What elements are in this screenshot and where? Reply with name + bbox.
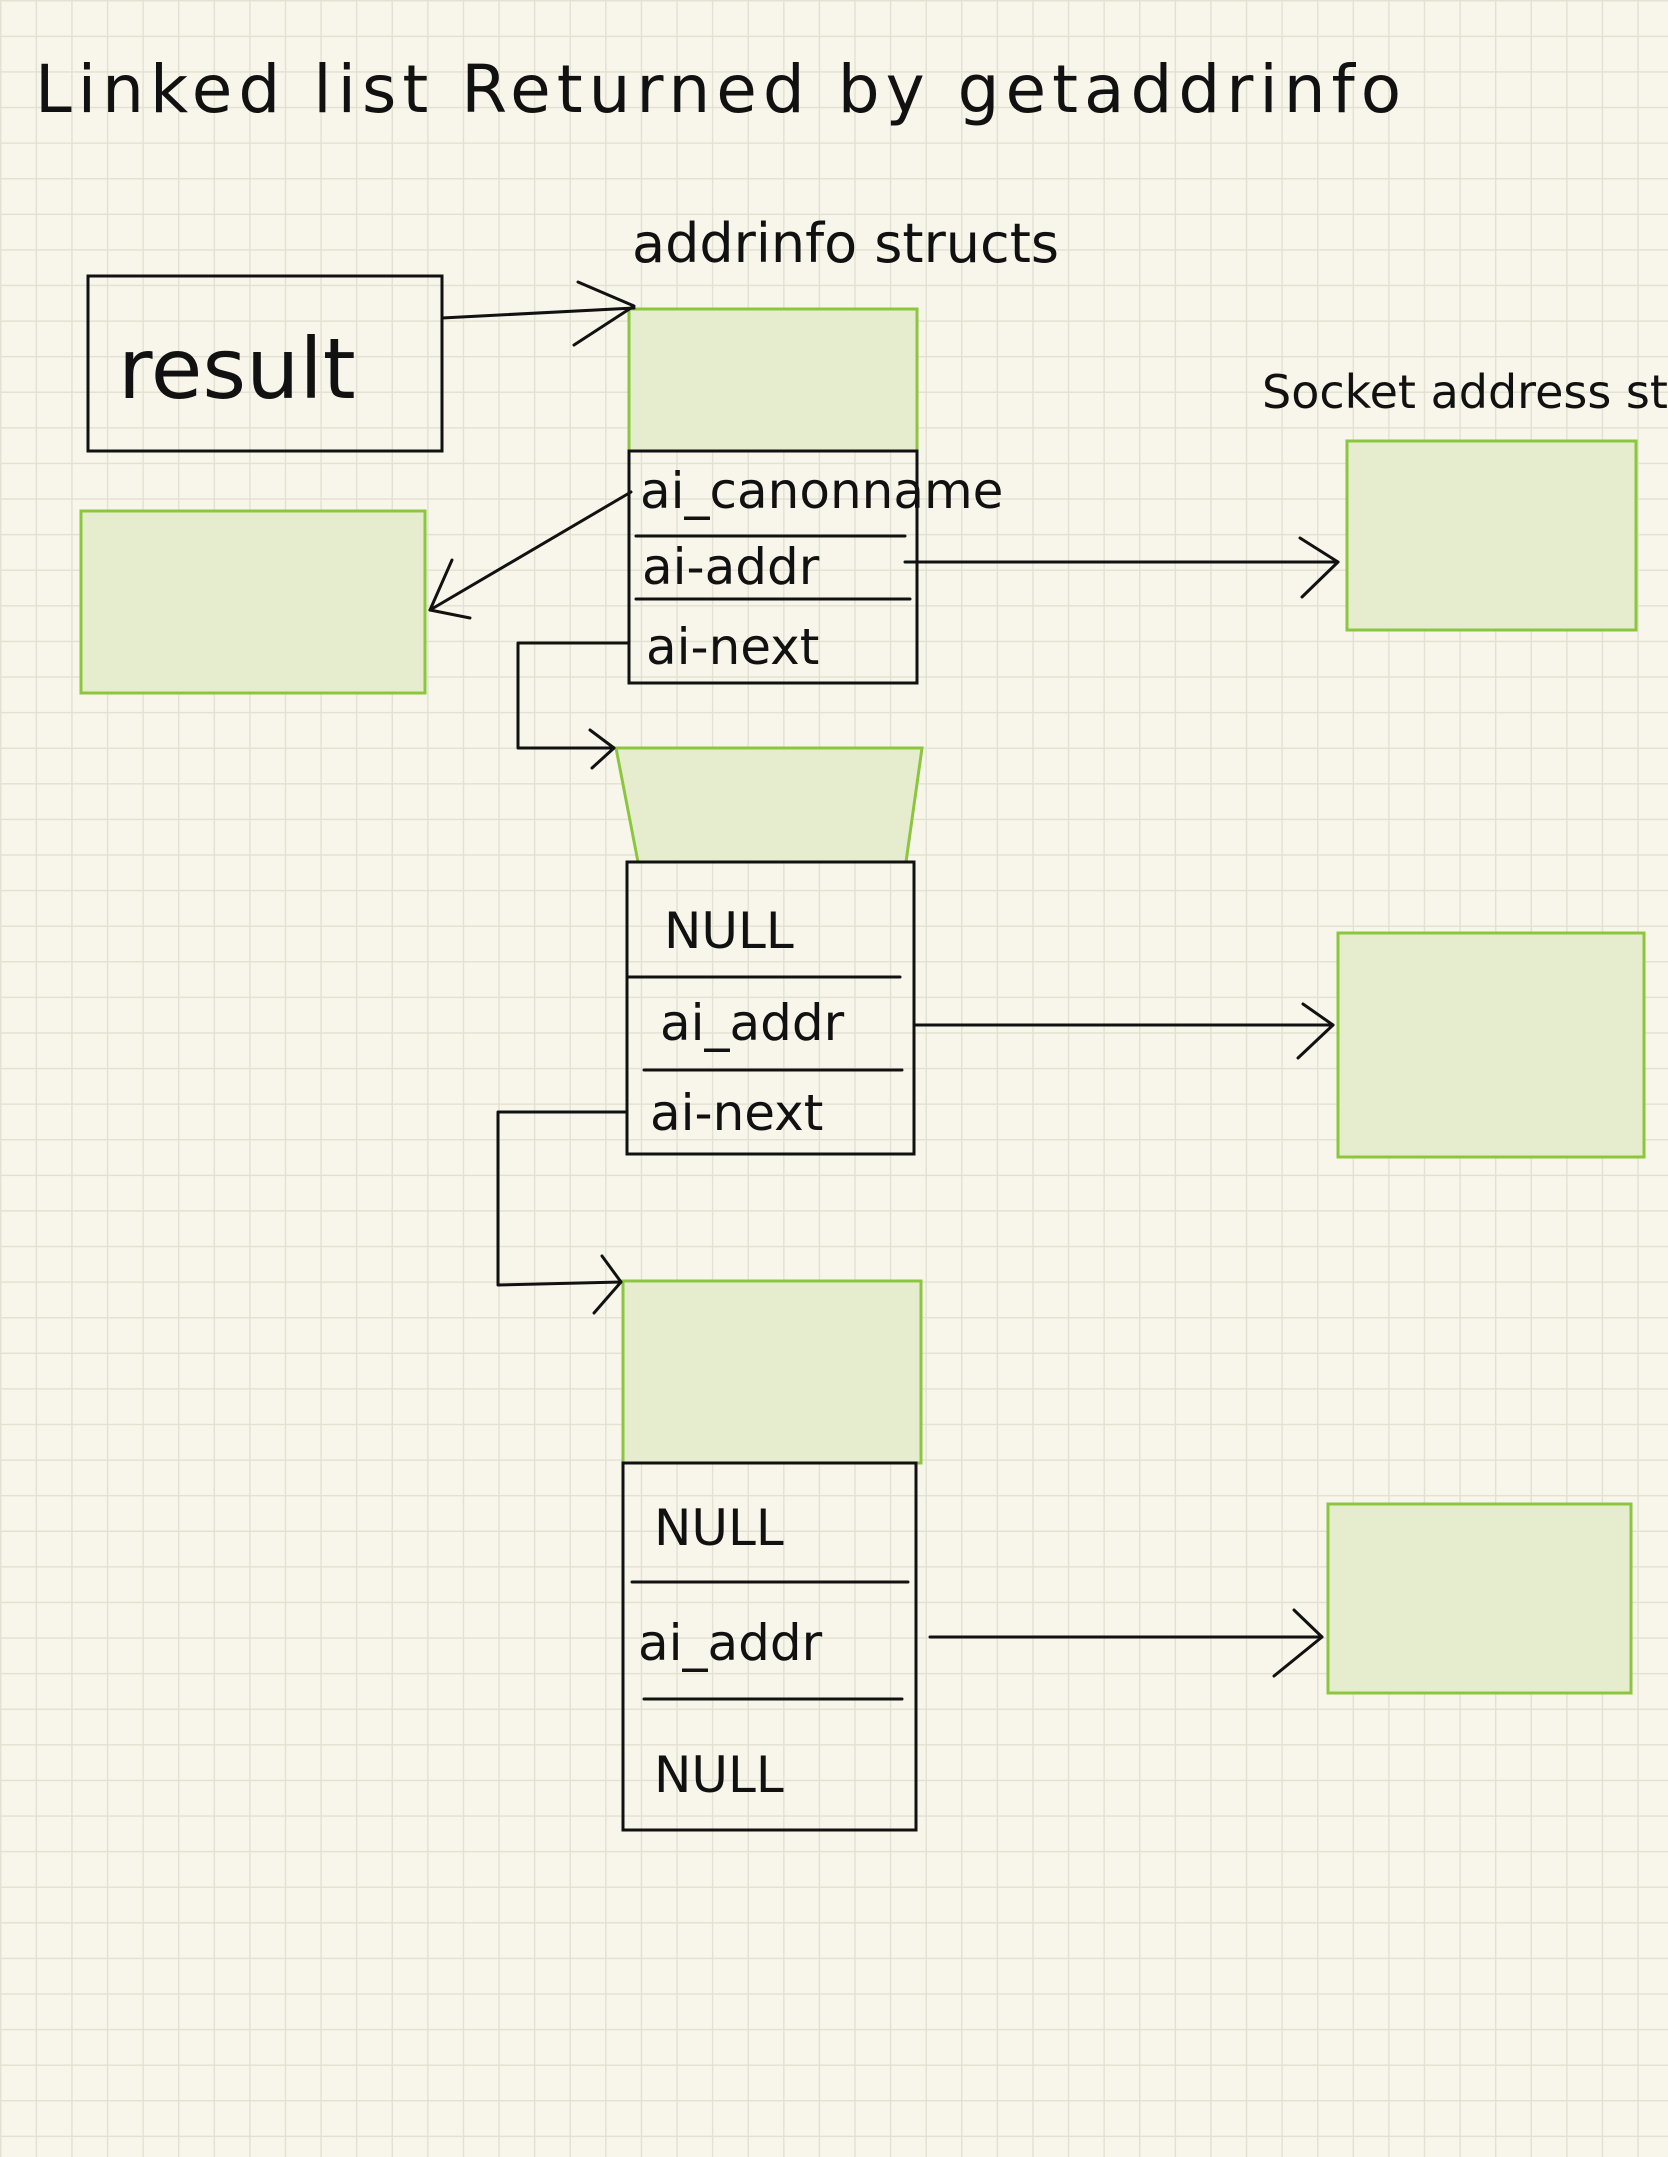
arrow-node-3-to-sockaddr-3 [928, 1608, 1324, 1678]
field-ai-addr: ai-addr [642, 538, 820, 596]
socket-address-struct-2 [1336, 931, 1646, 1159]
addrinfo-node-1-header [627, 307, 919, 453]
canonname-string-box [79, 509, 427, 695]
arrow-canonname-to-string [428, 490, 633, 620]
addrinfo-node-2: NULL ai_addr ai-next [614, 746, 924, 1156]
arrow-result-to-node-1 [440, 280, 636, 347]
addrinfo-node-1: ai_canonname ai-addr ai-next [627, 307, 1003, 685]
diagram-title: Linked list Returned by getaddrinfo [35, 51, 1407, 128]
field-ai-canonname: ai_canonname [640, 462, 1003, 520]
addrinfo-node-2-header [614, 746, 924, 864]
addrinfo-node-3: NULL ai_addr NULL [621, 1279, 923, 1832]
field-ai-next: ai-next [650, 1084, 823, 1142]
field-ai-addr: ai_addr [638, 1614, 823, 1672]
arrow-node-2-to-sockaddr-2 [912, 1002, 1335, 1060]
arrow-node-2-next-to-node-3 [496, 1110, 629, 1315]
arrow-node-1-to-sockaddr-1 [903, 536, 1340, 599]
addrinfo-node-3-header [621, 1279, 923, 1465]
result-pointer-box: result [86, 274, 444, 453]
socket-address-struct-3 [1326, 1502, 1633, 1695]
field-null-next: NULL [654, 1746, 784, 1804]
field-ai-addr: ai_addr [660, 994, 845, 1052]
field-null-canonname: NULL [664, 902, 794, 960]
arrow-node-1-next-to-node-2 [516, 641, 631, 770]
addrinfo-structs-header: addrinfo structs [632, 212, 1059, 275]
field-ai-next: ai-next [646, 618, 819, 676]
result-label: result [118, 320, 356, 418]
socket-address-structs-header: Socket address structs [1262, 365, 1668, 419]
socket-address-struct-1 [1345, 439, 1638, 632]
field-null-canonname: NULL [654, 1499, 784, 1557]
